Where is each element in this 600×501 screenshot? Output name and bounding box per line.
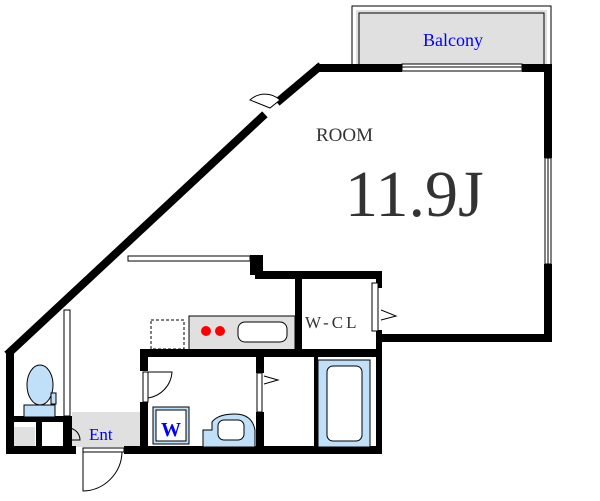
balcony xyxy=(351,5,552,67)
bathtub xyxy=(317,359,371,448)
entrance-label: Ent xyxy=(89,425,113,444)
sink xyxy=(237,321,288,343)
walk-in-closet-label: W-CL xyxy=(305,313,360,332)
burner-icon xyxy=(201,326,211,336)
washbasin-icon xyxy=(202,413,256,448)
balcony-label: Balcony xyxy=(423,30,483,50)
walls xyxy=(6,64,552,454)
fridge-space xyxy=(150,319,185,350)
room-label: ROOM xyxy=(316,125,373,146)
entrance-floor xyxy=(72,412,142,447)
storage-cell xyxy=(14,427,35,446)
washer-label: W xyxy=(161,419,181,441)
diagonal-wall xyxy=(4,62,324,358)
toilet-icon xyxy=(23,364,57,418)
doors xyxy=(67,93,398,492)
windows xyxy=(63,63,552,417)
washing-machine xyxy=(152,406,190,445)
room-size: 11.9J xyxy=(345,158,484,231)
burner-icon xyxy=(215,326,225,336)
